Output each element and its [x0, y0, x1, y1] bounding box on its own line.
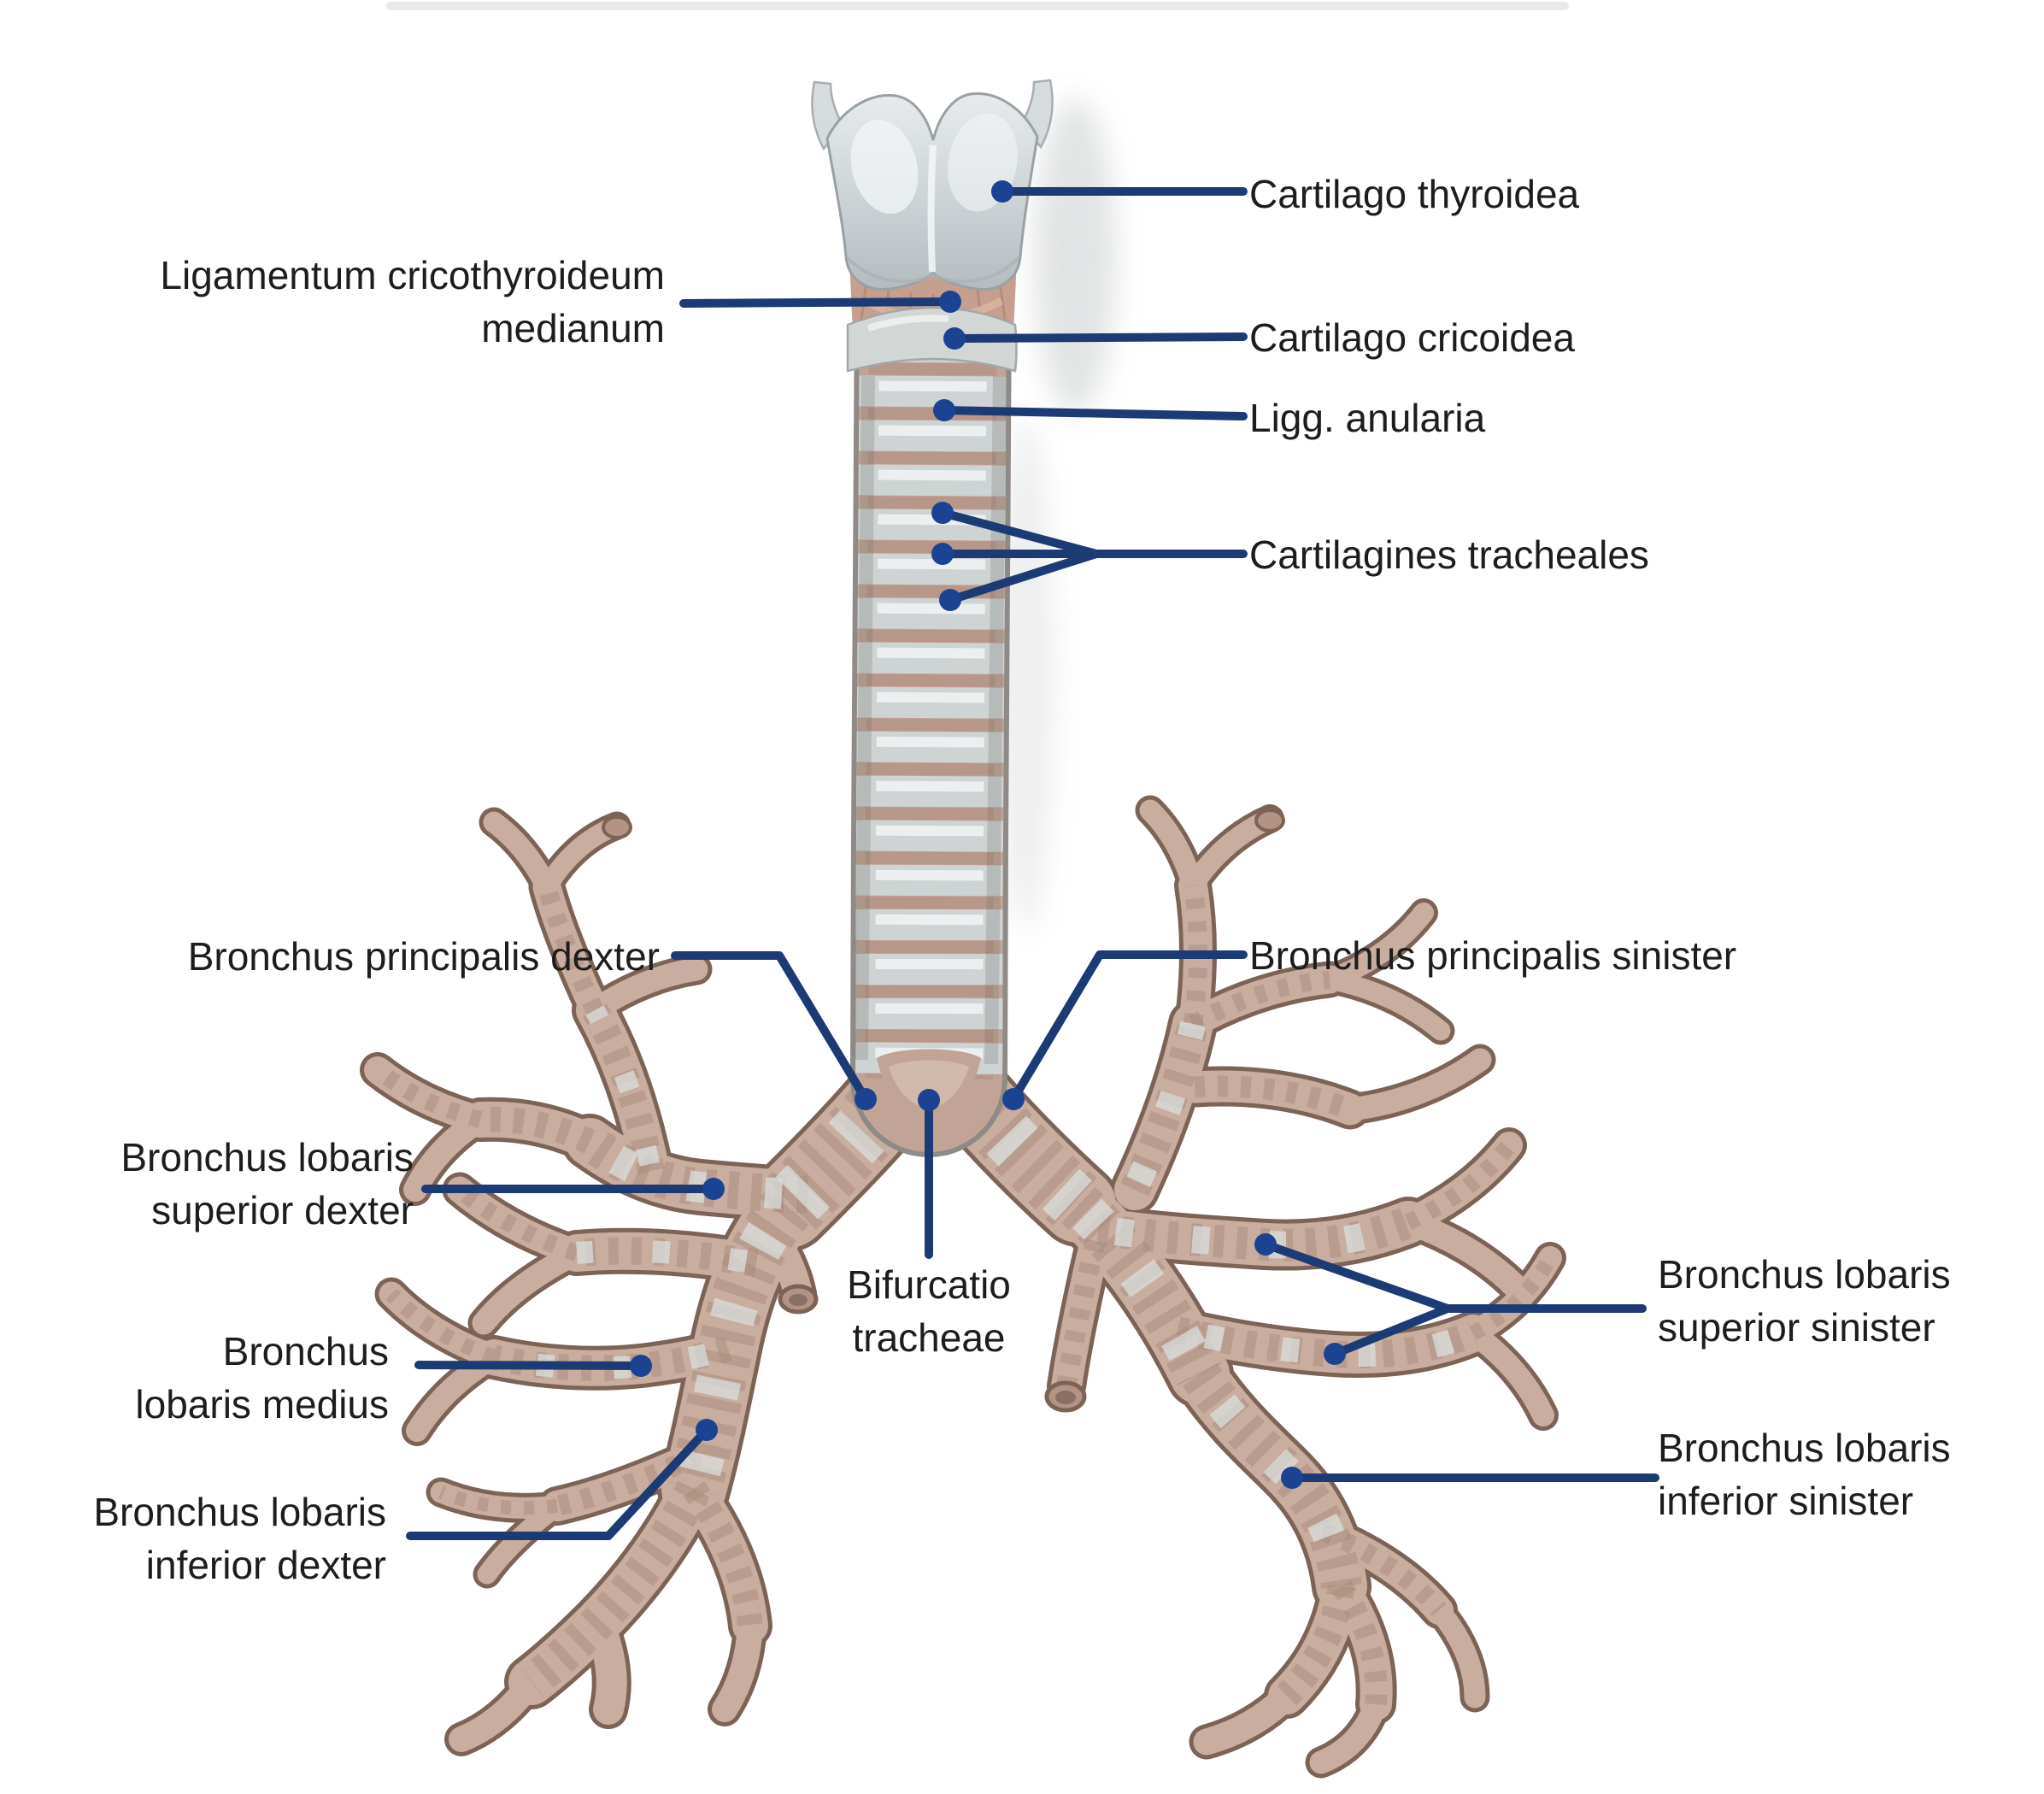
leader-dot-cartilagines-tracheales	[939, 589, 961, 611]
label-cartilago-cricoidea: Cartilago cricoidea	[1249, 311, 1575, 364]
label-ligamentum-cricothyroideum-medianum: Ligamentum cricothyroideum medianum	[160, 249, 665, 355]
leader-dot-bronchus-lobaris-medius	[630, 1355, 652, 1377]
label-bronchus-lobaris-superior-dexter: Bronchus lobaris superior dexter	[120, 1131, 414, 1237]
leader-line-bronchus-lobaris-superior-sinister	[1261, 1240, 1647, 1313]
leader-dot-bronchus-lobaris-superior-sinister	[1324, 1343, 1346, 1365]
label-line: tracheae	[852, 1315, 1006, 1360]
label-line: Bronchus lobaris	[1658, 1426, 1951, 1470]
leader-dot-bronchus-lobaris-inferior-sinister	[1281, 1467, 1303, 1489]
leader-line-ligamentum-cricothyroideum-medianum	[679, 297, 954, 308]
label-line: Bifurcatio	[847, 1262, 1011, 1307]
leader-line-cartilagines-tracheales	[946, 550, 1101, 604]
label-line: Bronchus lobaris	[93, 1490, 386, 1534]
label-line: Cartilago cricoidea	[1249, 315, 1575, 360]
label-bronchus-principalis-sinister: Bronchus principalis sinister	[1249, 929, 1736, 982]
leader-line-bronchus-lobaris-superior-sinister	[1330, 1304, 1452, 1358]
bifurcation-carina	[877, 1049, 981, 1120]
label-bronchus-lobaris-inferior-dexter: Bronchus lobaris inferior dexter	[93, 1485, 386, 1591]
label-line: inferior sinister	[1658, 1479, 1914, 1523]
leader-line-cartilago-cricoidea	[950, 332, 1248, 343]
label-line: medianum	[481, 306, 665, 350]
label-line: Bronchus principalis sinister	[1249, 933, 1737, 978]
label-cartilagines-tracheales: Cartilagines tracheales	[1249, 528, 1649, 581]
leader-line-ligg-anularia	[940, 406, 1248, 421]
leader-dot-cartilagines-tracheales	[931, 543, 954, 565]
trachea	[850, 222, 1012, 1157]
leader-dot-bronchus-lobaris-inferior-dexter	[696, 1419, 718, 1441]
label-line: superior dexter	[151, 1188, 414, 1232]
label-line: superior sinister	[1658, 1305, 1935, 1350]
cut-tube-ends	[602, 809, 1285, 1413]
label-line: Ligg. anularia	[1249, 396, 1486, 440]
leader-line-bronchus-lobaris-inferior-dexter	[406, 1426, 711, 1540]
label-line: Cartilagines tracheales	[1249, 532, 1649, 577]
leader-line-cartilagines-tracheales	[938, 509, 1248, 558]
leader-dot-ligamentum-cricothyroideum-medianum	[939, 291, 961, 313]
leader-dot-bifurcatio-tracheae	[918, 1089, 940, 1111]
leader-dot-bronchus-lobaris-superior-dexter	[702, 1178, 725, 1200]
label-line: inferior dexter	[145, 1543, 386, 1587]
label-line: Ligamentum cricothyroideum	[160, 253, 665, 297]
label-bronchus-lobaris-medius: Bronchus lobaris medius	[135, 1325, 389, 1431]
leader-dot-cartilagines-tracheales	[931, 502, 954, 524]
leader-dot-ligg-anularia	[933, 399, 955, 421]
label-bronchus-lobaris-inferior-sinister: Bronchus lobaris inferior sinister	[1658, 1421, 1951, 1527]
larynx	[811, 79, 1054, 373]
label-ligg-anularia: Ligg. anularia	[1249, 391, 1485, 444]
label-line: Bronchus principalis dexter	[187, 934, 660, 979]
label-line: Bronchus lobaris	[120, 1135, 414, 1179]
leader-dot-bronchus-lobaris-superior-sinister	[1254, 1233, 1277, 1256]
leader-dot-cartilago-cricoidea	[943, 327, 966, 350]
leader-line-bronchus-lobaris-medius	[414, 1361, 645, 1370]
label-bronchus-principalis-dexter: Bronchus principalis dexter	[188, 930, 660, 983]
leader-dot-cartilago-thyroidea	[991, 180, 1013, 203]
leader-dot-bronchus-principalis-sinister	[1002, 1088, 1025, 1110]
label-line: lobaris medius	[135, 1382, 389, 1426]
leader-line-bronchus-principalis-sinister	[1009, 950, 1248, 1103]
top-divider	[386, 2, 1569, 10]
label-line: Cartilago thyroidea	[1249, 172, 1580, 216]
leader-line-bronchus-principalis-dexter	[671, 951, 870, 1103]
label-line: Bronchus lobaris	[1658, 1252, 1951, 1297]
soft-shadow	[996, 419, 1054, 932]
label-bifurcatio-tracheae: Bifurcatio tracheae	[847, 1258, 1011, 1364]
label-bronchus-lobaris-superior-sinister: Bronchus lobaris superior sinister	[1658, 1248, 1951, 1354]
label-line: Bronchus	[222, 1329, 389, 1373]
leader-dot-bronchus-principalis-dexter	[855, 1088, 877, 1110]
label-cartilago-thyroidea: Cartilago thyroidea	[1249, 168, 1579, 221]
